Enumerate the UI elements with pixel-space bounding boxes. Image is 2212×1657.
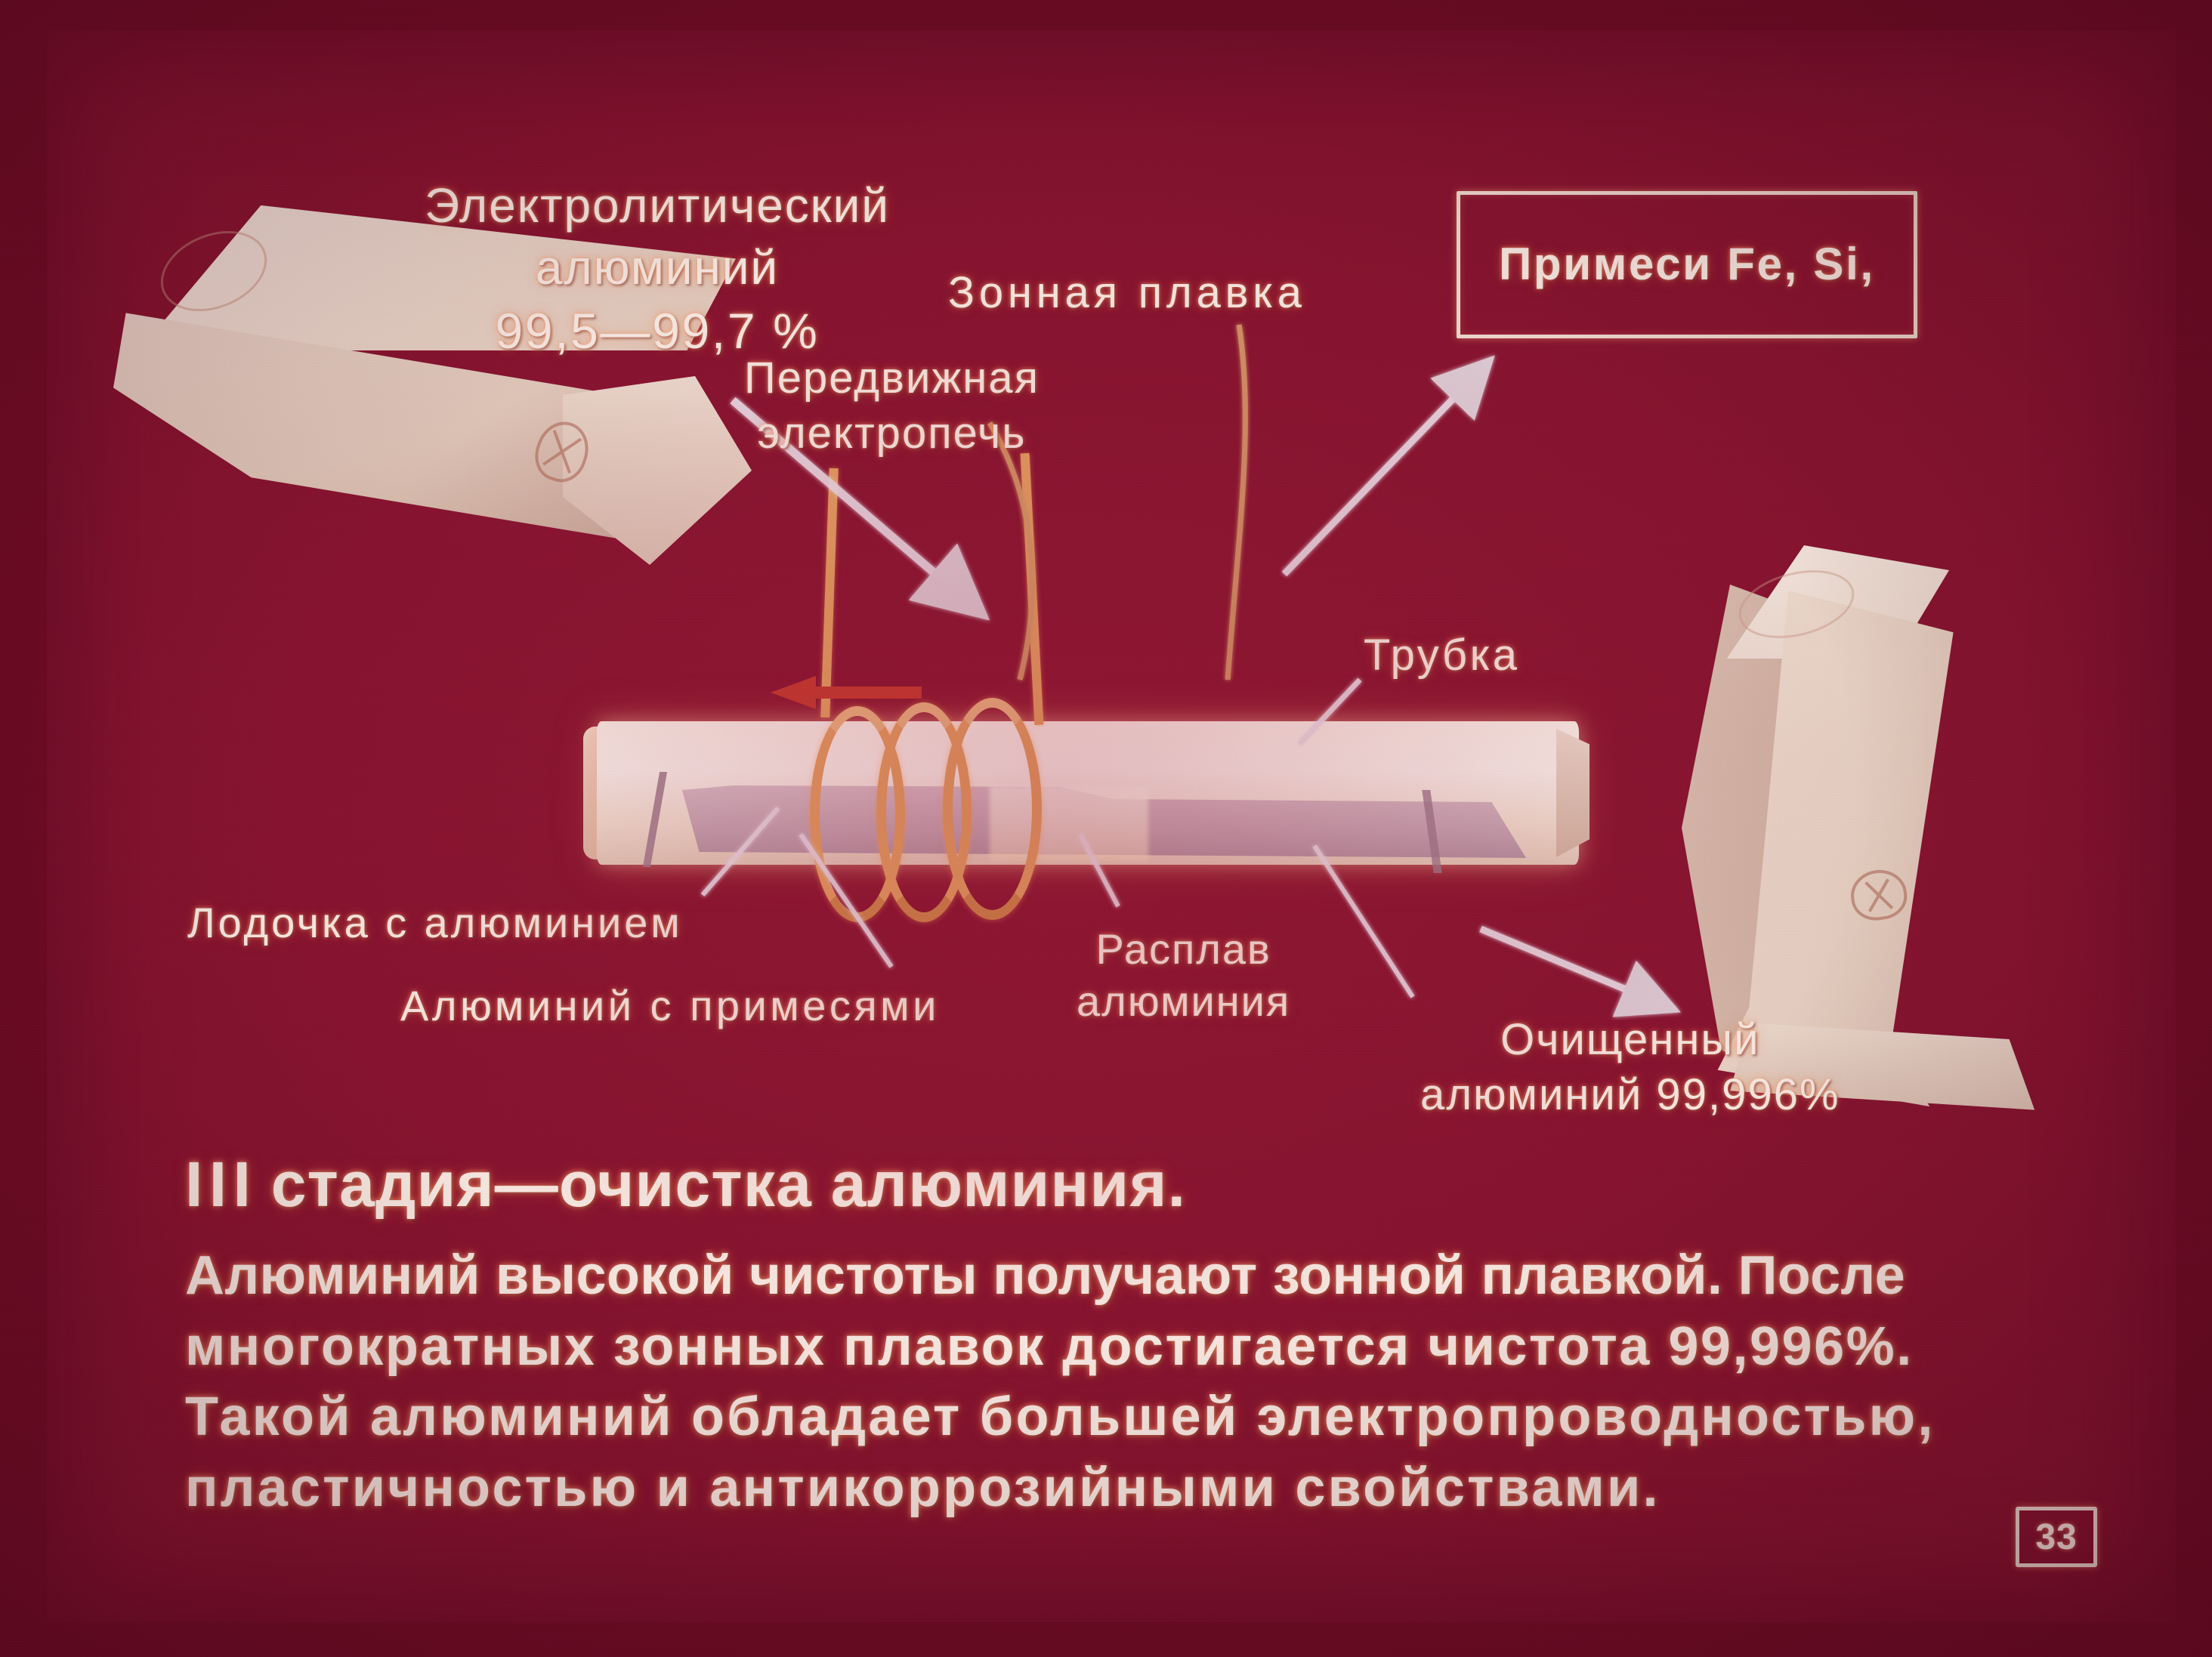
ingot-body xyxy=(113,202,755,595)
caption-line-3: Такой алюминий обладает большей электроп… xyxy=(185,1387,1936,1448)
label-aluminium-melt: Расплав алюминия xyxy=(1077,925,1291,1026)
electrolytic-aluminium-ingot xyxy=(113,202,755,595)
caption-line-4: пластичностью и антикоррозийными свойств… xyxy=(185,1457,1661,1518)
label-impurities: Примеси Fe, Si, xyxy=(1499,239,1875,290)
furnace-travel-direction-arrow-icon xyxy=(771,676,922,709)
label-electrolytic-aluminium: Электролитический алюминий 99,5—99,7 % xyxy=(363,113,952,424)
page-number-badge: 33 xyxy=(2016,1507,2097,1567)
purified-aluminium-ingot xyxy=(1624,545,2146,1119)
caption-title-text: стадия—очистка алюминия. xyxy=(270,1149,1187,1220)
label-electrolytic-aluminium-text: Электролитический алюминий xyxy=(425,177,890,295)
arrow-shaft xyxy=(807,687,922,699)
arrow-head xyxy=(771,676,816,709)
label-purified-aluminium: Очищенный алюминий 99,996% xyxy=(1420,1015,1840,1120)
page-number-text: 33 xyxy=(2035,1517,2078,1557)
label-electrolytic-purity: 99,5—99,7 % xyxy=(495,302,820,359)
induction-coil-turn xyxy=(943,698,1042,920)
tube-end-right xyxy=(1556,729,1589,857)
label-aluminium-with-impurities: Алюминий с примесями xyxy=(400,982,940,1029)
caption-line-1: Алюминий высокой чистоты получают зонной… xyxy=(185,1245,1906,1306)
impurities-callout-box: Примеси Fe, Si, xyxy=(1457,191,1917,338)
caption-title-numeral: III xyxy=(185,1149,258,1220)
label-movable-furnace: Передвижная электропечь xyxy=(744,353,1040,458)
label-boat-with-aluminium: Лодочка с алюминием xyxy=(187,899,683,946)
label-tube: Трубка xyxy=(1364,631,1520,680)
caption-line-2: многократных зонных плавок достигается ч… xyxy=(185,1316,1914,1377)
label-zone-melting: Зонная плавка xyxy=(948,268,1306,317)
